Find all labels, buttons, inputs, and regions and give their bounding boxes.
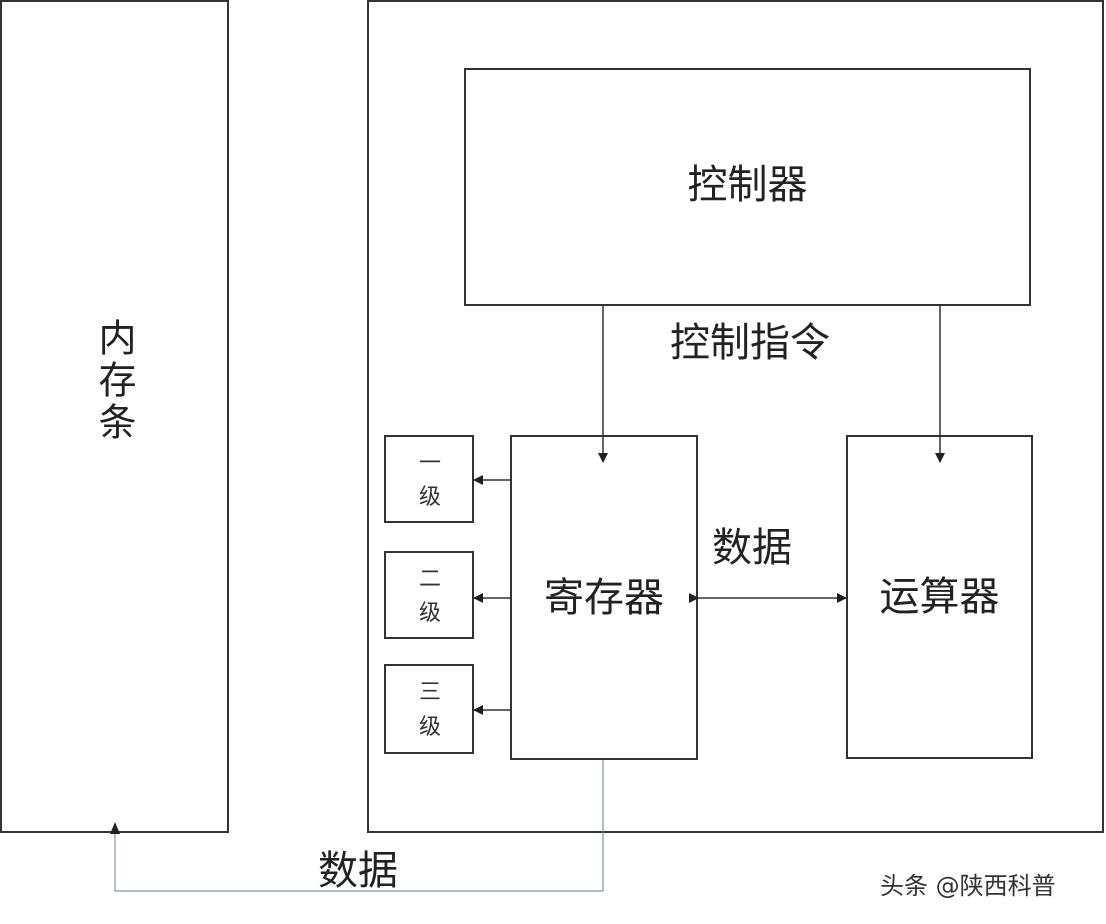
memory-data-label: 数据 xyxy=(318,848,398,894)
watermark-text: 头条 @陕西科普 xyxy=(880,872,1056,900)
cache-l1-box: 一 级 xyxy=(384,435,474,523)
alu-label: 运算器 xyxy=(879,574,1000,620)
register-label: 寄存器 xyxy=(544,575,664,621)
cache-l3-label-bottom: 级 xyxy=(418,715,441,740)
register-to-memory-data-path xyxy=(114,760,604,892)
cache-l1-label-top: 一 xyxy=(418,451,441,476)
controller-box xyxy=(464,68,1031,306)
memory-arrowhead xyxy=(110,822,120,834)
register-box xyxy=(510,435,698,760)
controller-label: 控制器 xyxy=(687,162,808,208)
cache-l1-label-bottom: 级 xyxy=(418,485,441,510)
cache-l3-label-top: 三 xyxy=(418,680,441,705)
memory-stick-box xyxy=(0,0,229,833)
cache-l2-box: 二 级 xyxy=(384,551,474,639)
cache-l2-label-bottom: 级 xyxy=(418,601,441,626)
cache-l3-box: 三 级 xyxy=(384,664,474,754)
cache-l2-label-top: 二 xyxy=(418,567,441,592)
control-instruction-label: 控制指令 xyxy=(670,320,830,366)
memory-stick-label: 内存条 xyxy=(92,318,136,444)
register-alu-data-label: 数据 xyxy=(712,525,792,571)
alu-box xyxy=(846,435,1033,759)
